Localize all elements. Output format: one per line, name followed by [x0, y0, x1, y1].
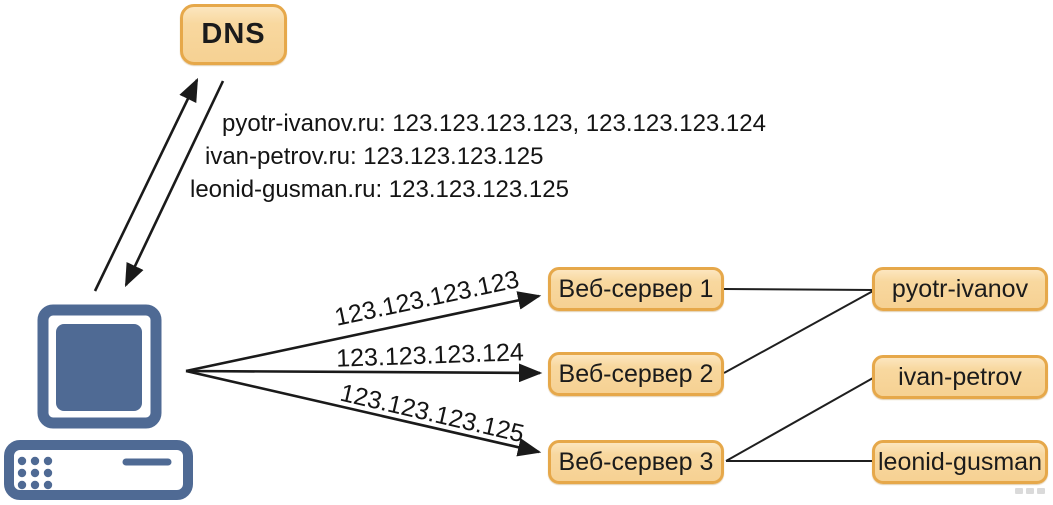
web-server-label-1: Веб-сервер 1 — [558, 274, 714, 303]
request-arrow-ip-123 — [185, 291, 542, 373]
watermark — [1015, 488, 1045, 494]
site-label-ivan-petrov: ivan-petrov — [898, 362, 1022, 391]
keyboard-dots — [17, 456, 53, 490]
request-arrow-ip-125 — [185, 369, 542, 457]
web-server-label-3: Веб-сервер 3 — [558, 447, 714, 476]
web-server-node-3: Веб-сервер 3 — [548, 440, 724, 484]
dns-server-label: DNS — [201, 18, 266, 50]
connector-server1-pyotr-ivanov — [723, 288, 875, 291]
site-node-pyotr-ivanov: pyotr-ivanov — [872, 267, 1048, 311]
computer-icon — [4, 304, 193, 500]
web-server-node-2: Веб-сервер 2 — [548, 352, 724, 396]
dns-record-leonid-gusman: leonid-gusman.ru: 123.123.123.125 — [190, 176, 569, 203]
web-server-node-1: Веб-сервер 1 — [548, 267, 724, 311]
web-server-label-2: Веб-сервер 2 — [558, 359, 714, 388]
dns-record-pyotr-ivanov: pyotr-ivanov.ru: 123.123.123.123, 123.12… — [222, 110, 766, 137]
site-node-leonid-gusman: leonid-gusman — [872, 440, 1048, 484]
connector-server2-pyotr-ivanov — [723, 290, 874, 374]
site-label-pyotr-ivanov: pyotr-ivanov — [891, 274, 1029, 303]
site-node-ivan-petrov: ivan-petrov — [872, 355, 1048, 399]
dns-response-arrow — [124, 80, 225, 288]
dns-server-node: DNS — [180, 4, 287, 65]
dns-query-arrow — [93, 77, 199, 292]
dns-record-ivan-petrov: ivan-petrov.ru: 123.123.123.125 — [205, 143, 544, 170]
connector-server3-ivan-petrov — [725, 377, 874, 462]
site-label-leonid-gusman: leonid-gusman — [878, 447, 1042, 476]
request-arrow-ip-124 — [185, 363, 543, 383]
